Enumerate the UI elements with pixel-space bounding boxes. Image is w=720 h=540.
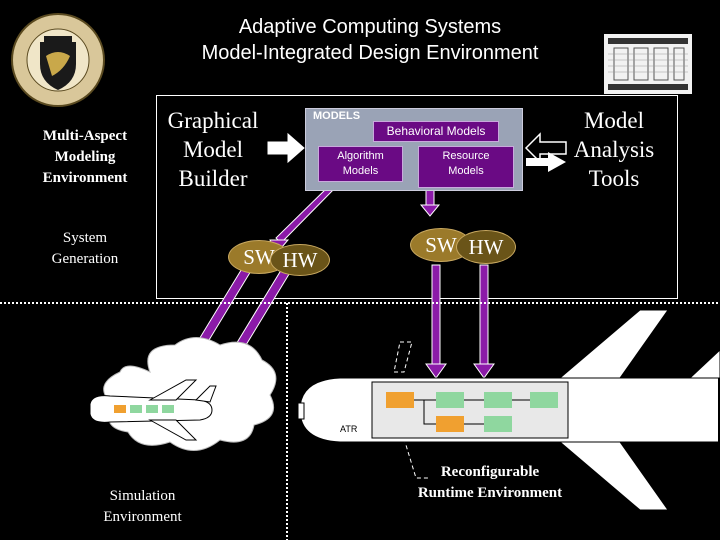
atr-board	[371, 381, 569, 439]
design-environment-frame	[156, 95, 678, 299]
runtime-aircraft	[297, 309, 720, 511]
title-line-1: Adaptive Computing Systems	[238, 16, 502, 38]
runtime-arrow-2	[479, 264, 489, 366]
system-generation-line-2: Generation	[51, 251, 119, 267]
gmb-line-2: Model	[182, 137, 244, 162]
multi-aspect-label: Multi-Aspect Modeling Environment	[25, 126, 145, 189]
models-to-swhw-left-arrow	[275, 184, 340, 244]
models-to-swhw-right-arrowhead	[419, 204, 441, 217]
models-to-swhw-right-arrow	[425, 189, 435, 207]
multi-aspect-line-2: Modeling	[54, 149, 116, 165]
resource-line-1: Resource	[442, 150, 490, 162]
analysis-line-3: Tools	[588, 166, 640, 191]
page-title: Adaptive Computing Systems Model-Integra…	[150, 14, 590, 66]
simulation-line-2: Environment	[103, 509, 182, 525]
graphical-model-builder-label: Graphical Model Builder	[158, 106, 268, 193]
resource-models-box[interactable]: Resource Models	[418, 146, 514, 188]
models-to-analysis-arrow	[526, 152, 566, 172]
runtime-line-1: Reconfigurable	[440, 464, 540, 480]
analysis-to-models-arrow	[524, 132, 567, 164]
analysis-line-2: Analysis	[573, 137, 655, 162]
multi-aspect-line-1: Multi-Aspect	[42, 128, 128, 144]
gmb-line-1: Graphical	[167, 108, 259, 133]
guide-line-2	[401, 431, 428, 479]
multi-aspect-line-3: Environment	[42, 170, 128, 186]
simulation-environment-label: Simulation Environment	[70, 486, 215, 528]
algorithm-line-1: Algorithm	[337, 150, 384, 162]
gmb-line-3: Builder	[178, 166, 248, 191]
algorithm-models-box[interactable]: Algorithm Models	[318, 146, 403, 182]
runtime-arrow-2-head	[473, 363, 495, 379]
title-line-2: Model-Integrated Design Environment	[201, 42, 539, 64]
hw-right-oval: HW	[456, 230, 516, 264]
runtime-arrow-1	[431, 264, 441, 366]
simulation-aircraft	[57, 379, 217, 441]
system-generation-label: System Generation	[25, 228, 145, 270]
behavioral-models-box[interactable]: Behavioral Models	[373, 121, 499, 142]
gmb-to-models-arrow	[267, 132, 305, 164]
system-generation-line-1: System	[62, 230, 108, 246]
simulation-line-1: Simulation	[109, 488, 176, 504]
resource-line-2: Models	[448, 165, 484, 177]
hw-left-oval: HW	[270, 244, 330, 276]
isis-logo	[604, 34, 692, 94]
runtime-environment-label: Reconfigurable Runtime Environment	[395, 462, 585, 504]
atr-label: ATR	[340, 424, 358, 434]
model-analysis-tools-label: Model Analysis Tools	[566, 106, 662, 193]
analysis-line-1: Model	[583, 108, 645, 133]
guide-line-1	[393, 341, 413, 373]
runtime-arrow-1-head	[425, 363, 447, 379]
models-title: MODELS	[313, 110, 361, 122]
runtime-line-2: Runtime Environment	[417, 485, 563, 501]
vanderbilt-seal-logo	[11, 13, 105, 107]
algorithm-line-2: Models	[342, 165, 379, 177]
